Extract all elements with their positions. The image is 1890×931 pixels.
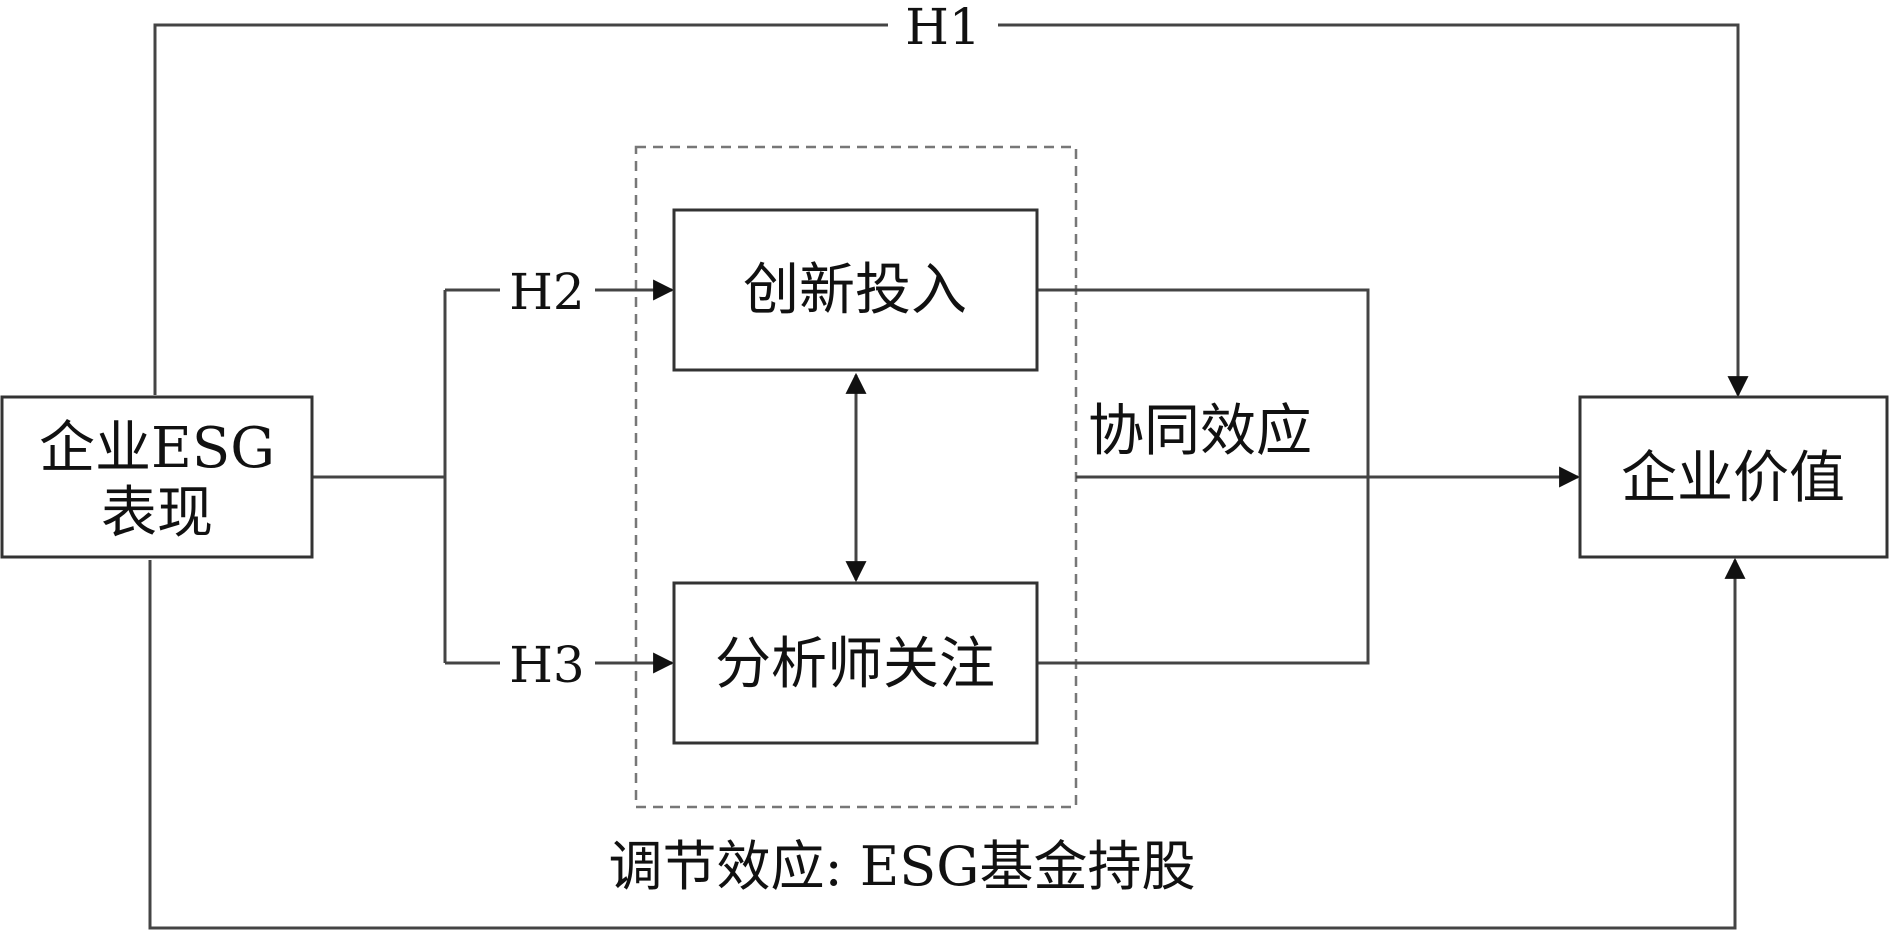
- analyst-attention-label: 分析师关注: [715, 632, 995, 697]
- node-esg-performance: 企业ESG 表现: [0, 395, 314, 559]
- h1-label-bg: [888, 0, 998, 52]
- h3-label-bg: [500, 635, 595, 691]
- synergy-label: 协同效应: [1088, 399, 1312, 464]
- h3-label: H3: [509, 636, 584, 694]
- moderator-caption: 调节效应: ESG基金持股: [609, 835, 1196, 898]
- esg-performance-line2: 表现: [101, 481, 213, 546]
- innovation-input-label: 创新投入: [743, 258, 967, 323]
- h2-label: H2: [509, 263, 584, 321]
- bottom-path: [148, 557, 1746, 930]
- h2-label-bg: [500, 262, 595, 318]
- node-analyst-attention: 分析师关注: [672, 581, 1039, 745]
- esg-performance-line1: 企业ESG: [39, 416, 275, 481]
- node-innovation-input: 创新投入: [672, 208, 1039, 372]
- h1-label: H1: [905, 0, 980, 56]
- node-firm-value: 企业价值: [1578, 395, 1889, 559]
- firm-value-label: 企业价值: [1621, 446, 1845, 511]
